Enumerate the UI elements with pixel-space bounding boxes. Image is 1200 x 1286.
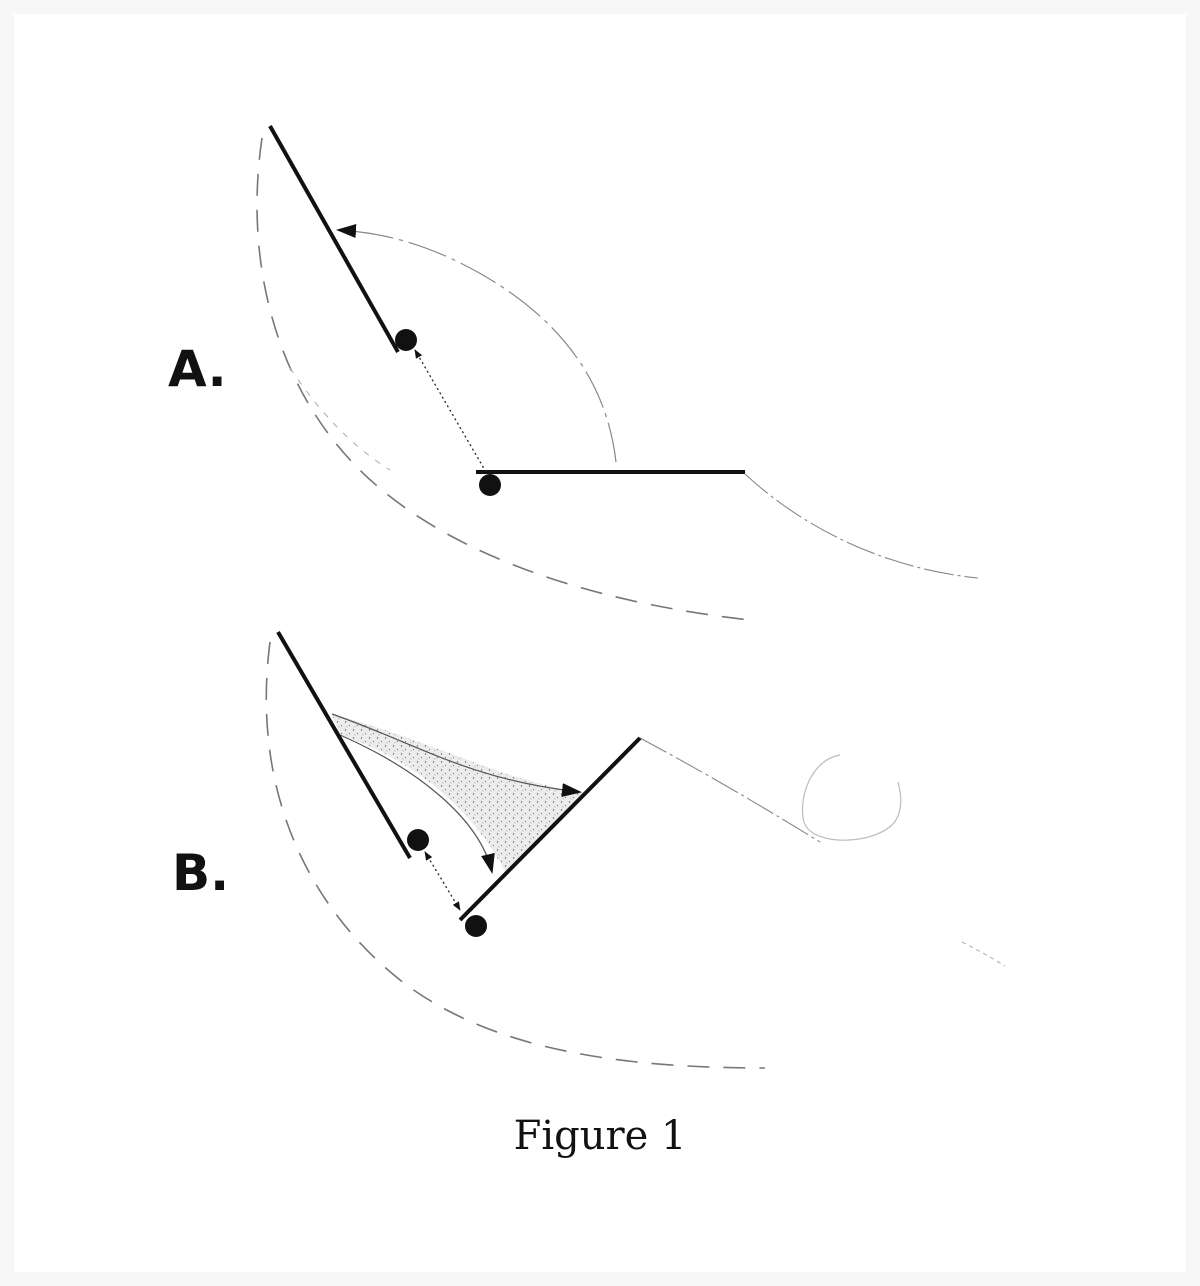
panel-b-outer-dashed-arc (265, 641, 766, 1069)
panel-b-right-thin-arc (639, 737, 821, 843)
panel-a-label: A. (168, 340, 227, 398)
panel-b-label: B. (172, 844, 230, 902)
figure-caption: Figure 1 (513, 1113, 687, 1159)
figure-page (14, 14, 1186, 1272)
panel-a-trajectory-arc (336, 223, 617, 463)
panel-b-upper-curve-arrow (331, 713, 582, 798)
panel-b-angled-segment (276, 630, 412, 860)
panel-a-lower-dot (479, 474, 501, 496)
panel-b-lower-curve-arrow (339, 734, 495, 874)
panel-b-dotted-link-arrow (424, 851, 461, 911)
panel-a-upper-dot (395, 329, 417, 351)
panel-b-lower-dot (465, 915, 487, 937)
panel-a-inner-dashed-arc (289, 367, 391, 471)
panel-b-loop-sketch (801, 754, 902, 841)
panel-a-angled-segment (268, 125, 400, 353)
panel-b (265, 630, 1006, 1069)
panel-a (256, 125, 979, 621)
panel-a-right-thin-arc (744, 473, 979, 579)
panel-b-upper-dot (407, 829, 429, 851)
panel-a-outer-dashed-arc (256, 137, 751, 621)
panel-b-shaded-region (332, 714, 584, 872)
panel-a-dotted-link-arrow (414, 349, 487, 473)
panel-b-far-right-mark (961, 941, 1006, 967)
panel-b-raised-segment (458, 736, 642, 922)
